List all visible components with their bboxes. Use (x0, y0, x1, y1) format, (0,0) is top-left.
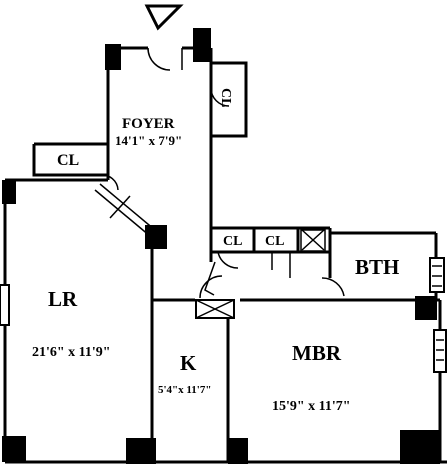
living-room-walls (0, 178, 447, 464)
closet-left: CL (32, 142, 119, 191)
living-room-label: LR (48, 287, 78, 311)
living-room-dims: 21'6" x 11'9" (32, 345, 111, 360)
bathroom-label: BTH (355, 255, 399, 279)
hall-closets: CL CL (204, 226, 330, 296)
kitchen-dims: 5'4"x 11'7" (158, 384, 211, 396)
closet-foyer-label: CL (218, 88, 233, 107)
master-bedroom-dims: 15'9" x 11'7" (272, 399, 351, 414)
closet-foyer: CL (210, 61, 248, 138)
foyer-dims: 14'1" x 7'9" (115, 133, 182, 148)
foyer-label: FOYER (122, 116, 175, 132)
foyer-walls (105, 28, 213, 262)
bedroom-walls (152, 275, 447, 464)
closet-hall-1-label: CL (223, 234, 242, 249)
entrance-arrow-icon (144, 4, 184, 31)
kitchen-label: K (180, 351, 197, 375)
master-bedroom-label: MBR (292, 341, 342, 365)
closet-left-label: CL (57, 152, 79, 169)
bathroom-walls: BTH (321, 228, 445, 300)
closet-hall-2-label: CL (265, 234, 284, 249)
